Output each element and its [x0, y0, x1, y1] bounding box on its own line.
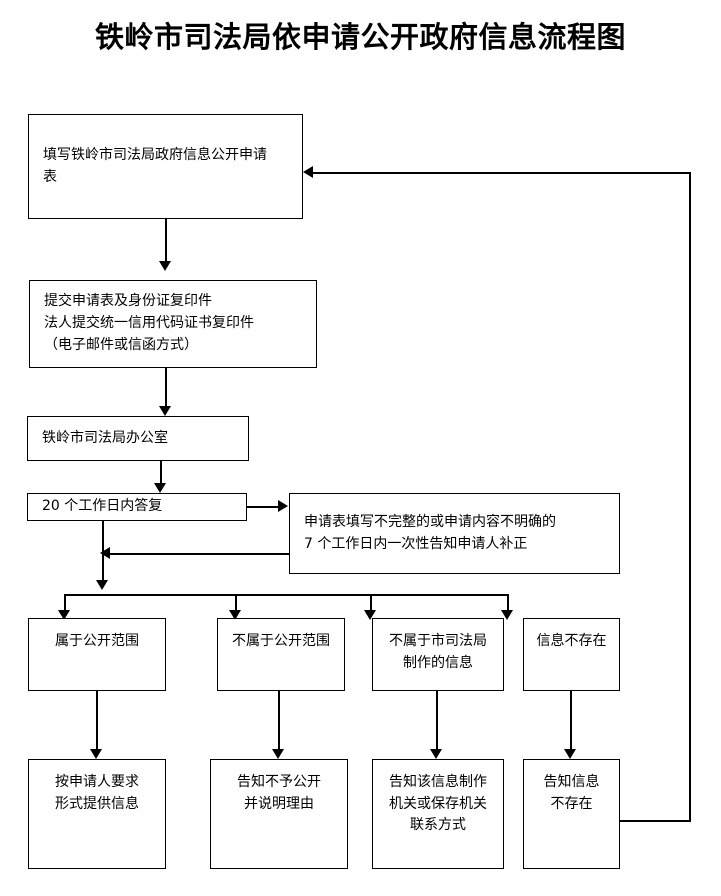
connector-branch-2-to-result: [278, 691, 280, 751]
arrow-result-3-icon: [430, 749, 442, 759]
node-reply-20-days-label: 20 个工作日内答复: [42, 498, 163, 515]
connector-branch-3-to-result: [436, 691, 438, 751]
arrow-result-2-icon: [272, 749, 284, 759]
arrow-submit-to-office-icon: [159, 406, 171, 416]
node-result-1-label: 按申请人要求 形式提供信息: [55, 774, 139, 812]
node-result-3: 告知该信息制作 机关或保存机关 联系方式: [372, 759, 504, 869]
arrow-result-4-icon: [564, 749, 576, 759]
arrow-branch-3-icon: [364, 610, 376, 620]
arrow-apply-to-submit-icon: [159, 261, 171, 271]
arrow-branch-4-icon: [501, 610, 513, 620]
connector-submit-to-office: [165, 368, 167, 408]
node-branch-4-label: 信息不存在: [536, 633, 607, 649]
node-submit-docs-label: 提交申请表及身份证复印件 法人提交统一信用代码证书复印件 （电子邮件或信函方式）: [44, 293, 254, 353]
node-branch-1: 属于公开范围: [28, 618, 166, 691]
node-branch-2-label: 不属于公开范围: [232, 633, 330, 649]
connector-branch-1-to-result: [96, 691, 98, 751]
node-apply-form: 填写铁岭市司法局政府信息公开申请 表: [28, 114, 303, 219]
node-branch-3-label: 不属于市司法局 制作的信息: [389, 633, 487, 671]
node-reply-20-days: 20 个工作日内答复: [27, 493, 247, 521]
connector-loop-right-rail: [689, 172, 691, 822]
connector-apply-to-submit: [165, 219, 167, 263]
connector-branch-drop-1: [64, 594, 66, 612]
connector-loop-top: [313, 172, 691, 174]
node-result-2-label: 告知不予公开 并说明理由: [237, 774, 321, 812]
arrow-office-to-reply-icon: [154, 483, 166, 493]
node-incomplete-notice: 申请表填写不完整的或申请内容不明确的 7 个工作日内一次性告知申请人补正: [289, 493, 620, 574]
node-branch-3: 不属于市司法局 制作的信息: [372, 618, 504, 691]
arrow-branch-1-icon: [58, 610, 70, 620]
connector-notice-back-to-spine: [110, 553, 290, 555]
node-result-4-label: 告知信息 不存在: [543, 774, 600, 812]
connector-distribution-bar: [64, 594, 508, 596]
arrow-result-1-icon: [90, 749, 102, 759]
node-result-1: 按申请人要求 形式提供信息: [28, 759, 166, 869]
node-branch-2: 不属于公开范围: [217, 618, 345, 691]
connector-branch-4-to-result: [570, 691, 572, 751]
node-branch-1-label: 属于公开范围: [55, 633, 139, 649]
arrow-reply-spine-icon: [96, 580, 108, 590]
node-office-label: 铁岭市司法局办公室: [42, 429, 168, 446]
node-result-2: 告知不予公开 并说明理由: [210, 759, 348, 869]
arrow-loop-to-apply-icon: [303, 166, 313, 178]
connector-branch-drop-4: [507, 594, 509, 612]
connector-reply-spine: [102, 521, 104, 581]
node-office: 铁岭市司法局办公室: [27, 416, 249, 461]
page-title: 铁岭市司法局依申请公开政府信息流程图: [94, 20, 626, 54]
node-result-4: 告知信息 不存在: [523, 759, 620, 869]
node-result-3-label: 告知该信息制作 机关或保存机关 联系方式: [389, 774, 487, 834]
connector-branch-drop-2: [235, 594, 237, 612]
connector-branch-drop-3: [370, 594, 372, 612]
connector-reply-to-notice: [247, 506, 280, 508]
node-apply-form-label: 填写铁岭市司法局政府信息公开申请 表: [43, 146, 267, 185]
arrow-notice-back-icon: [100, 547, 110, 559]
arrow-reply-to-notice-icon: [278, 500, 288, 512]
arrow-branch-2-icon: [229, 610, 241, 620]
node-branch-4: 信息不存在: [523, 618, 620, 691]
node-incomplete-notice-label: 申请表填写不完整的或申请内容不明确的 7 个工作日内一次性告知申请人补正: [304, 513, 556, 552]
connector-loop-bottom: [620, 820, 691, 822]
connector-office-to-reply: [160, 461, 162, 485]
node-submit-docs: 提交申请表及身份证复印件 法人提交统一信用代码证书复印件 （电子邮件或信函方式）: [29, 280, 317, 368]
